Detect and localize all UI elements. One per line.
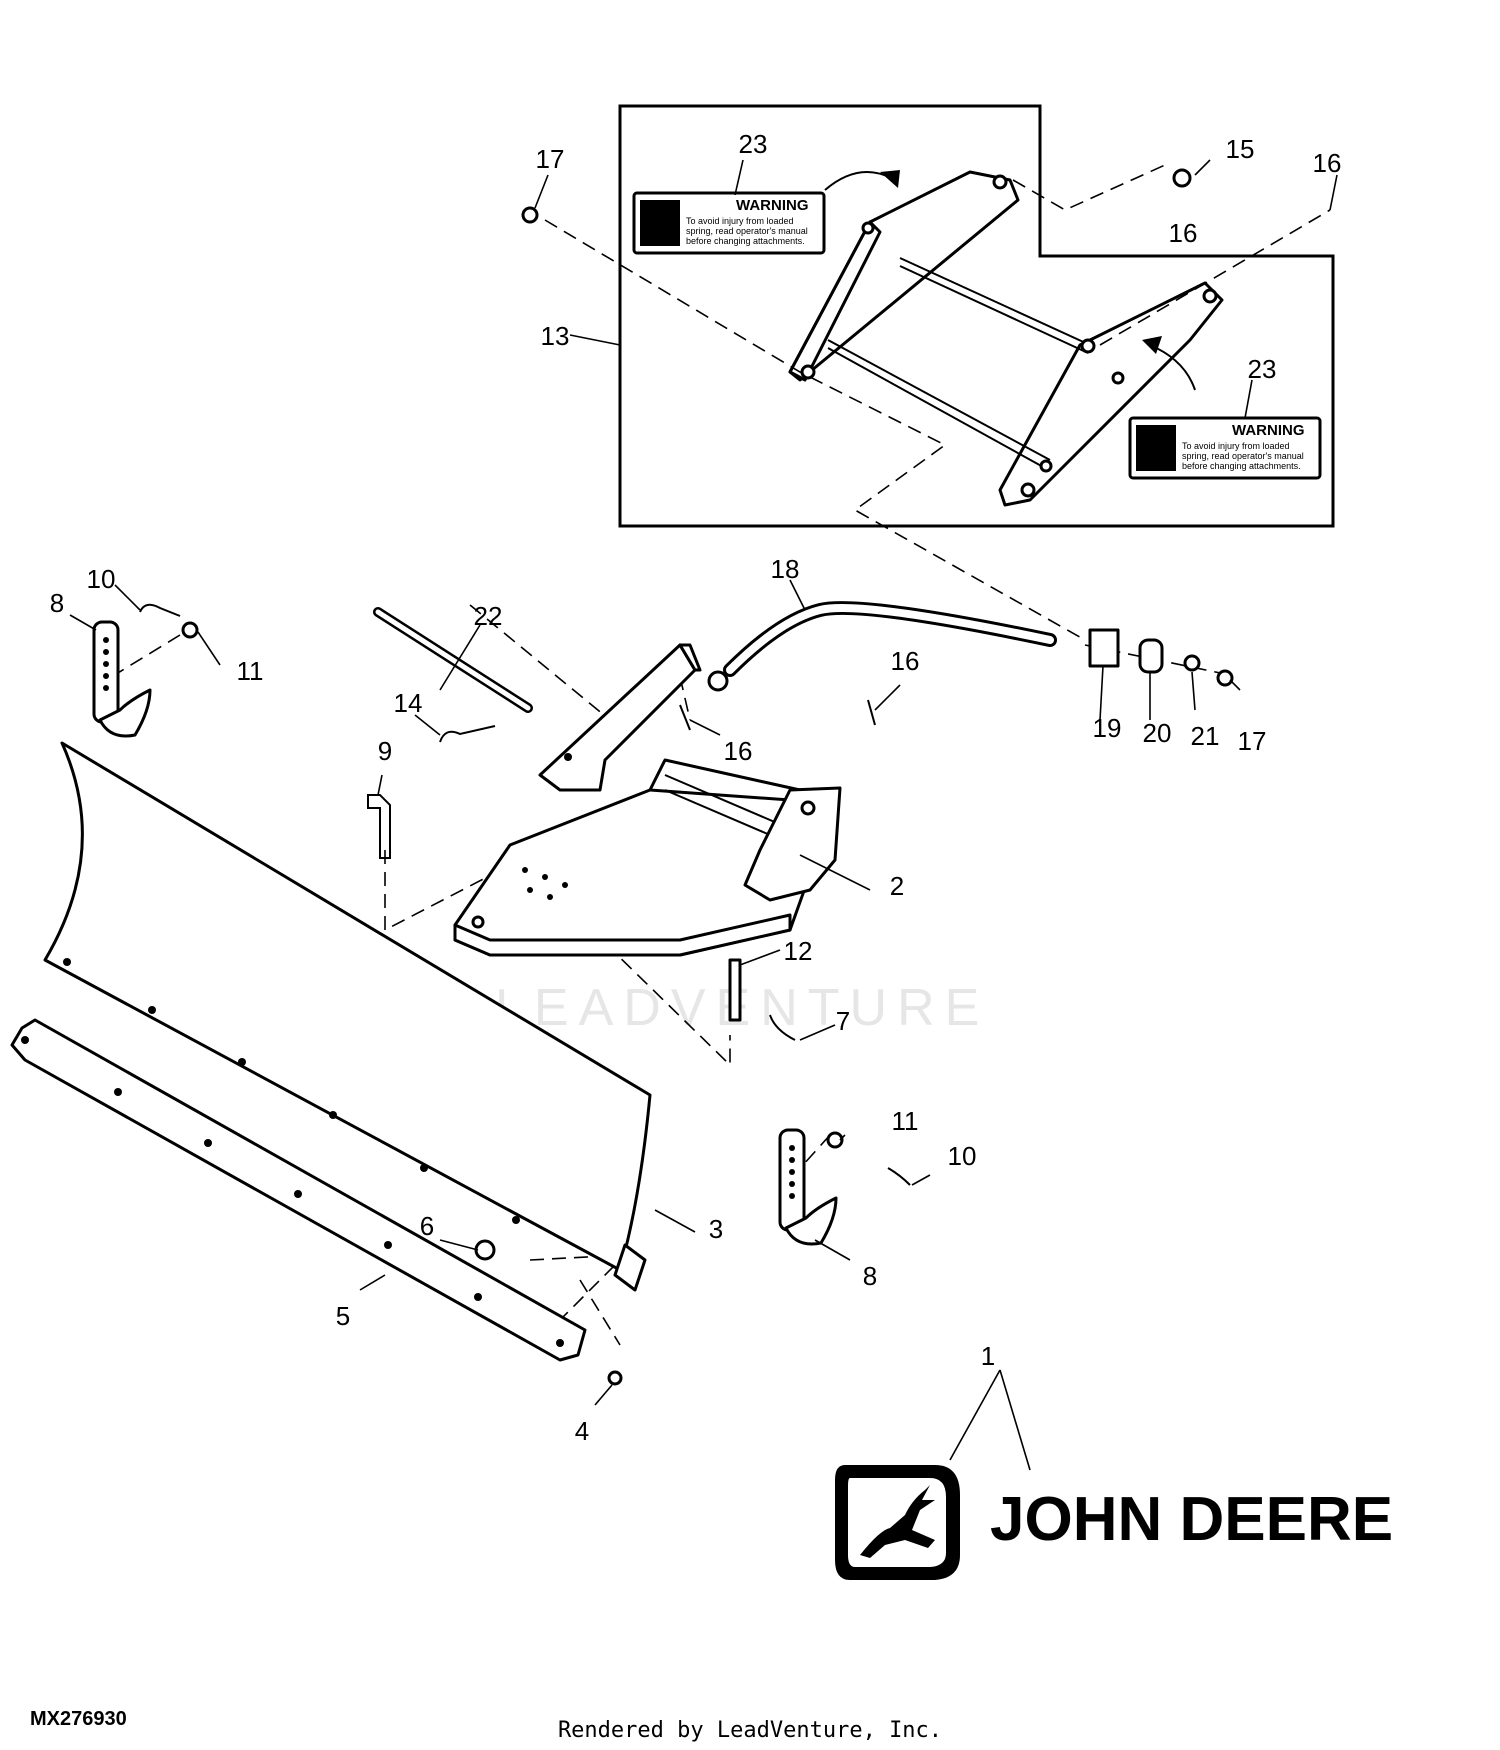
- leader-lines: [69, 159, 1338, 1471]
- mount-frame: [453, 643, 842, 957]
- quick-hitch-frame: [788, 170, 1224, 507]
- callout-21: 21: [1191, 721, 1220, 751]
- warning-line-3: before changing attachments.: [686, 236, 805, 246]
- callout-2: 2: [890, 871, 904, 901]
- callout-15: 15: [1226, 134, 1255, 164]
- warning-title: WARNING: [1232, 422, 1305, 439]
- warning-line-3: before changing attachments.: [1182, 461, 1301, 471]
- callout-11-b: 11: [892, 1106, 919, 1136]
- callout-10-a: 10: [87, 564, 116, 594]
- hardware: [139, 168, 1234, 1386]
- callout-22: 22: [474, 601, 503, 631]
- warning-decal: WARNING To avoid injury from loaded spri…: [1128, 416, 1322, 480]
- push-rod: [707, 601, 1057, 692]
- callout-11-a: 11: [237, 656, 264, 686]
- callout-16-a: 16: [1313, 148, 1342, 178]
- callout-16-d: 16: [891, 646, 920, 676]
- callout-labels: 1 2 3 4 5 6 7 8 8 9 10 10 11 11 12 13 14…: [50, 129, 1342, 1446]
- callout-3: 3: [709, 1214, 723, 1244]
- warning-decal: WARNING To avoid injury from loaded spri…: [632, 191, 826, 255]
- callout-17-a: 17: [536, 144, 565, 174]
- callout-17-b: 17: [1238, 726, 1267, 756]
- snow-blade: [43, 741, 652, 1292]
- render-credit: Rendered by LeadVenture, Inc.: [557, 1718, 943, 1743]
- callout-7: 7: [836, 1006, 850, 1036]
- callout-12: 12: [784, 936, 813, 966]
- callout-5: 5: [336, 1301, 350, 1331]
- warning-line-2: spring, read operator's manual: [1182, 451, 1304, 461]
- callout-16-c: 16: [724, 736, 753, 766]
- arrow-head-icon: [1142, 336, 1162, 354]
- skid-shoe: [778, 1128, 838, 1246]
- warning-line-1: To avoid injury from loaded: [686, 216, 794, 226]
- inset-frame: [618, 104, 1335, 528]
- callout-10-b: 10: [948, 1141, 977, 1171]
- callout-1: 1: [981, 1341, 995, 1371]
- cutting-edge: [10, 1018, 587, 1362]
- callout-13: 13: [541, 321, 570, 351]
- callout-9: 9: [378, 736, 392, 766]
- callout-23-a: 23: [739, 129, 768, 159]
- callout-18: 18: [771, 554, 800, 584]
- arrow-head-icon: [880, 170, 900, 188]
- callout-8-a: 8: [50, 588, 64, 618]
- skid-shoe: [92, 620, 152, 738]
- watermark-text: LEADVENTURE: [495, 979, 989, 1037]
- brand-name: JOHN DEERE: [990, 1485, 1393, 1554]
- long-pin: [373, 607, 533, 713]
- warning-line-1: To avoid injury from loaded: [1182, 441, 1290, 451]
- callout-19: 19: [1093, 713, 1122, 743]
- callout-4: 4: [575, 1416, 589, 1446]
- leaping-deer-icon: [860, 1485, 935, 1558]
- callout-16-b: 16: [1169, 218, 1198, 248]
- callout-6: 6: [420, 1211, 434, 1241]
- callout-14: 14: [394, 688, 423, 718]
- drawing-id: MX276930: [30, 1708, 127, 1730]
- john-deere-logo: JOHN DEERE: [835, 1465, 1393, 1580]
- callout-23-b: 23: [1248, 354, 1277, 384]
- callout-20: 20: [1143, 718, 1172, 748]
- warning-title: WARNING: [736, 197, 809, 214]
- callout-8-b: 8: [863, 1261, 877, 1291]
- warning-line-2: spring, read operator's manual: [686, 226, 808, 236]
